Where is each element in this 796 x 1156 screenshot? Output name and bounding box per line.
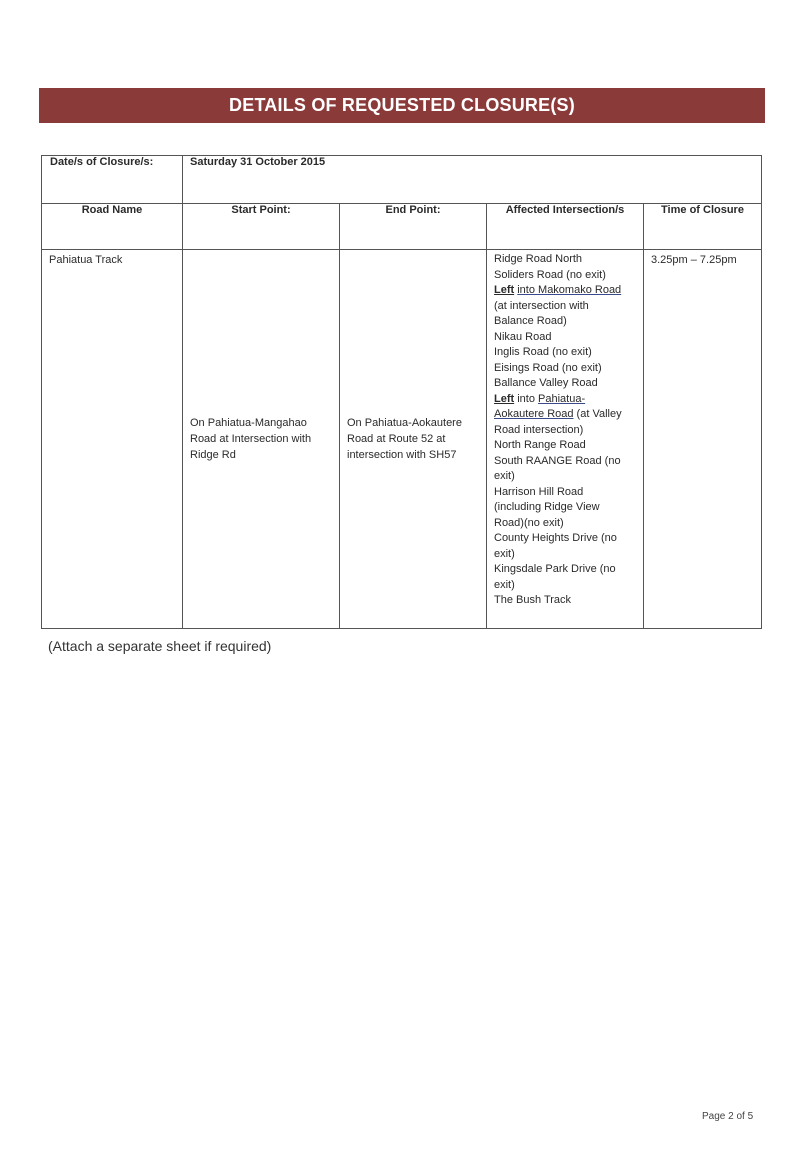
- intersection-line: (including Ridge View: [494, 501, 600, 513]
- intersection-line: (at intersection with: [494, 299, 589, 312]
- intersection-line: North Range Road: [494, 439, 586, 451]
- makomako-road-text: into Makomako Road: [517, 284, 622, 296]
- header-end-point: End Point:: [339, 203, 487, 250]
- end-point-cell: On Pahiatua-Aokautere Road at Route 52 a…: [339, 249, 487, 629]
- intersection-line: exit): [494, 578, 515, 591]
- section-title: DETAILS OF REQUESTED CLOSURE(S): [229, 95, 575, 115]
- intersection-line: Road)(no exit): [494, 516, 564, 529]
- into-text: into: [514, 392, 539, 405]
- end-point-line: Road at Route 52 at: [347, 433, 446, 445]
- header-time-of-closure: Time of Closure: [643, 203, 762, 250]
- time-of-closure-cell: 3.25pm – 7.25pm: [643, 249, 762, 629]
- table-row: Pahiatua Track On Pahiatua-Mangahao Road…: [41, 249, 762, 629]
- attach-note: (Attach a separate sheet if required): [48, 638, 272, 654]
- date-value: Saturday 31 October 2015: [182, 155, 762, 204]
- header-start-point: Start Point:: [182, 203, 340, 250]
- intersection-line: Soliders Road (no exit): [494, 268, 606, 281]
- end-point-line: intersection with SH57: [347, 449, 457, 461]
- left-turn-label: Left: [494, 392, 515, 405]
- intersection-line: Ridge Road North: [494, 253, 583, 265]
- intersection-line: The Bush Track: [494, 594, 572, 606]
- affected-intersections-cell: Ridge Road North Soliders Road (no exit)…: [486, 249, 644, 629]
- intersection-line: Left into Pahiatua-: [494, 392, 636, 408]
- intersection-line: Balance Road): [494, 315, 567, 327]
- aokautere-road-text: Aokautere Road: [494, 408, 574, 420]
- start-point-line: Ridge Rd: [190, 449, 236, 461]
- intersection-line: Inglis Road (no exit): [494, 346, 592, 358]
- left-turn-label: Left: [494, 284, 515, 296]
- intersection-line: Left into Makomako Road: [494, 283, 636, 299]
- end-point-line: On Pahiatua-Aokautere: [347, 417, 462, 429]
- valley-text: (at Valley: [573, 408, 622, 420]
- closure-table: Date/s of Closure/s: Saturday 31 October…: [41, 155, 762, 629]
- road-name-cell: Pahiatua Track: [41, 249, 183, 629]
- intersection-line: Ballance Valley Road: [494, 377, 598, 389]
- start-point-line: On Pahiatua-Mangahao: [190, 417, 307, 429]
- intersection-line: County Heights Drive (no: [494, 532, 617, 544]
- start-point-cell: On Pahiatua-Mangahao Road at Intersectio…: [182, 249, 340, 629]
- pahiatua-text: Pahiatua-: [538, 392, 586, 405]
- page-number: Page 2 of 5: [702, 1111, 754, 1122]
- section-banner: DETAILS OF REQUESTED CLOSURE(S): [39, 88, 765, 123]
- header-road-name: Road Name: [41, 203, 183, 250]
- header-row: Road Name Start Point: End Point: Affect…: [41, 203, 762, 250]
- header-affected-intersections: Affected Intersection/s: [486, 203, 644, 250]
- intersection-line: Kingsdale Park Drive (no: [494, 563, 616, 575]
- intersection-line: Nikau Road: [494, 330, 552, 343]
- date-row: Date/s of Closure/s: Saturday 31 October…: [41, 155, 762, 204]
- intersection-line: Harrison Hill Road: [494, 485, 584, 498]
- date-label: Date/s of Closure/s:: [41, 155, 183, 204]
- intersection-line: Eisings Road (no exit): [494, 361, 602, 374]
- intersection-line: South RAANGE Road (no: [494, 454, 621, 467]
- intersection-line: Road intersection): [494, 423, 584, 436]
- intersection-line: Aokautere Road (at Valley: [494, 407, 636, 423]
- intersection-line: exit): [494, 547, 515, 560]
- intersection-line: exit): [494, 470, 515, 482]
- start-point-line: Road at Intersection with: [190, 433, 312, 445]
